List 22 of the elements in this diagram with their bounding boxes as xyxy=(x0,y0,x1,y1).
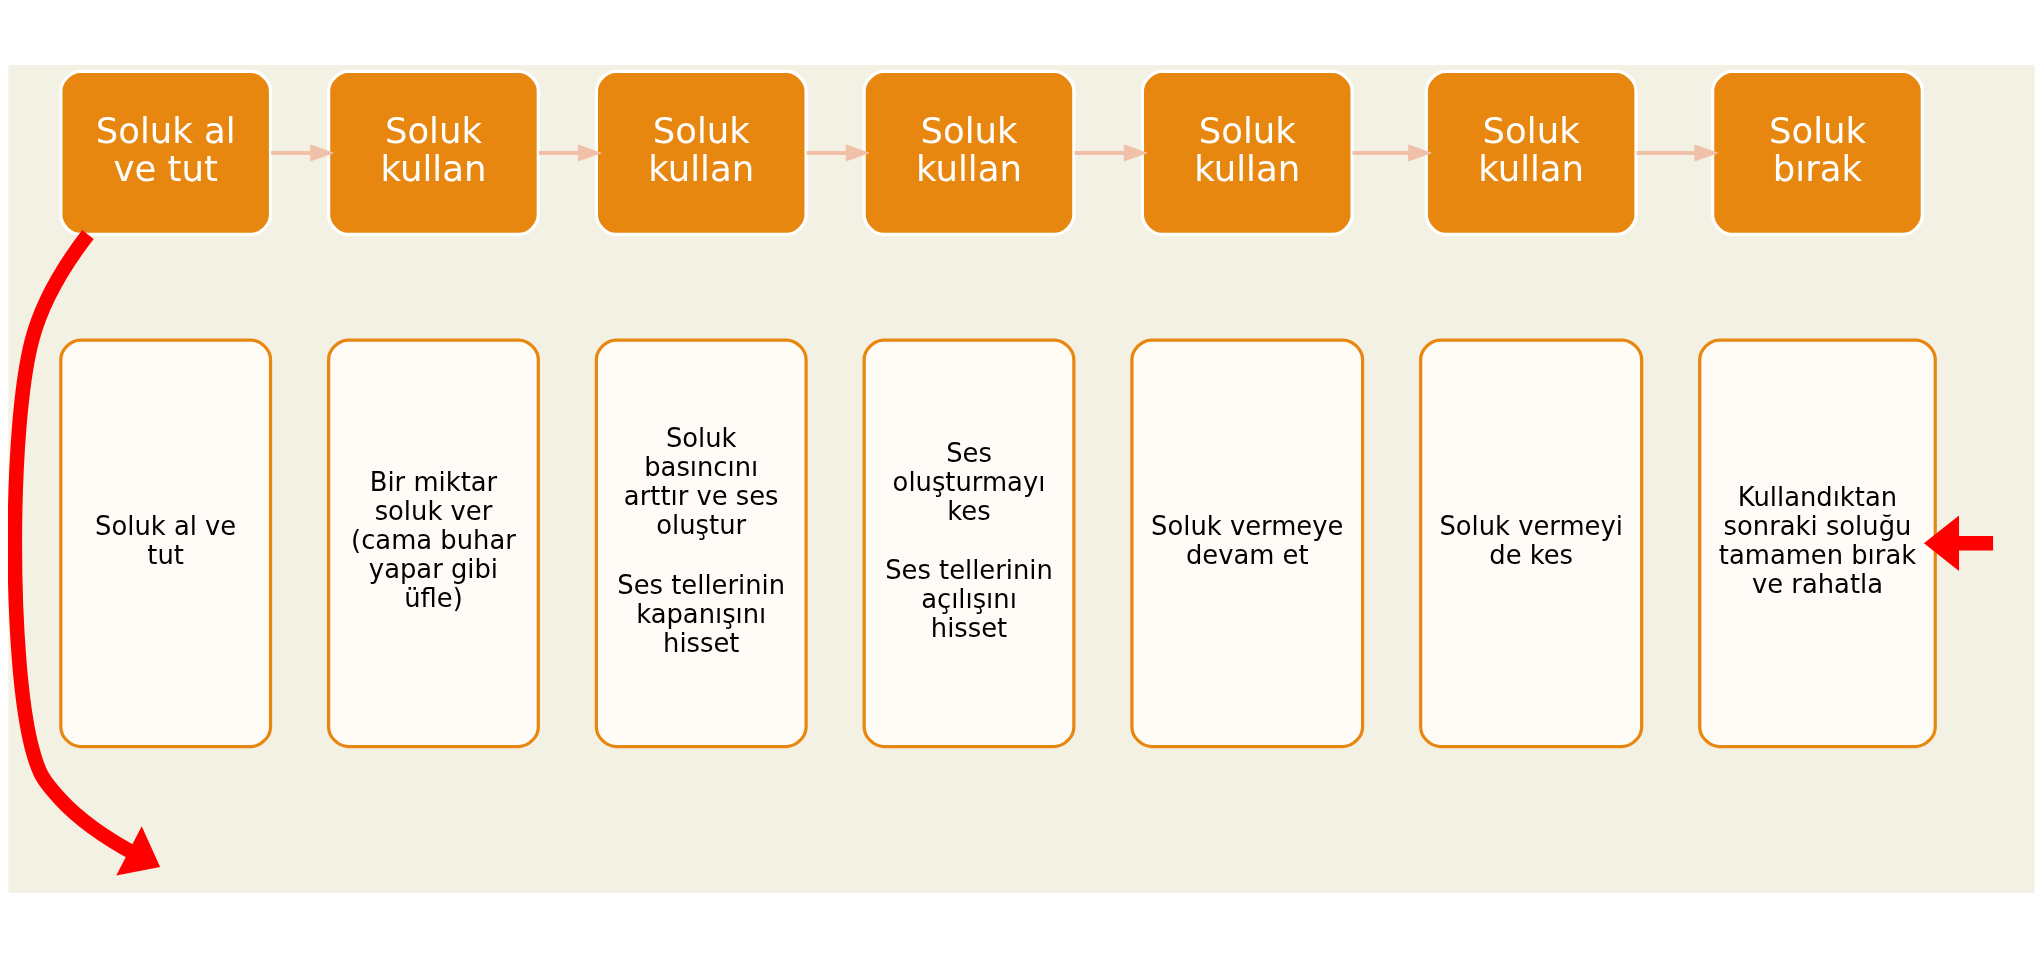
node-box: Soluk kullan xyxy=(327,69,540,236)
node-box: Kullandıktan sonraki soluğu tamamen bırak ve rahatla xyxy=(1698,337,1937,748)
node-box: Soluk basıncını arttır ve ses oluştur Ses tellerinin kapanışını hisset xyxy=(594,337,808,748)
node-box: Soluk kullan xyxy=(1424,69,1638,236)
arrow xyxy=(1074,143,1149,161)
node-box: Bir miktar soluk ver (cama buhar yapar gibi üfle) xyxy=(327,337,540,748)
node-box: Soluk al ve tut xyxy=(59,69,273,236)
arrow xyxy=(806,143,870,161)
node-box: Soluk kullan xyxy=(594,69,808,236)
arrow xyxy=(1352,143,1433,161)
node-box: Soluk kullan xyxy=(1140,69,1354,236)
node-box: Soluk vermeye devam et xyxy=(1130,337,1365,748)
arrow xyxy=(1636,143,1719,161)
node-box: Soluk vermeyi de kes xyxy=(1419,337,1644,748)
node-box: Ses oluşturmayı kes Ses tellerinin açılışını hisset xyxy=(862,337,1076,748)
arrow xyxy=(8,229,161,875)
node-box: Soluk al ve tut xyxy=(59,337,273,748)
arrow xyxy=(538,143,603,161)
arrow xyxy=(1923,515,1994,571)
node-box: Soluk kullan xyxy=(862,69,1076,236)
node-box: Soluk bırak xyxy=(1711,69,1924,236)
arrow xyxy=(271,143,335,161)
